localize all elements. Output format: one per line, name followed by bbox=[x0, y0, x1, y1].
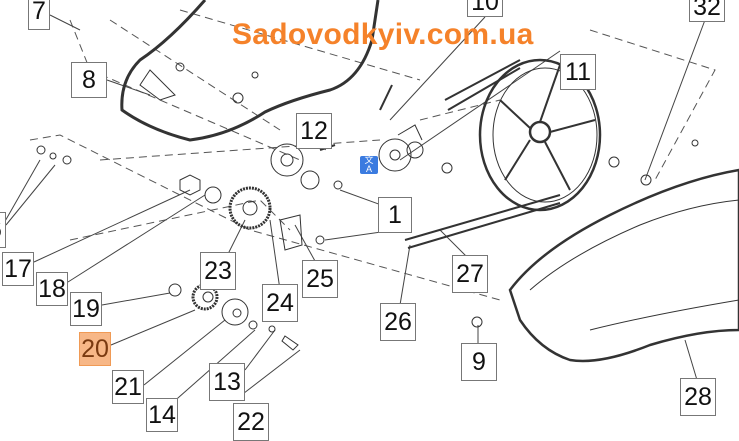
callout-label-17: 17 bbox=[2, 252, 34, 286]
spring-part bbox=[379, 84, 393, 111]
callout-label-26: 26 bbox=[380, 303, 416, 341]
callout-label-8: 8 bbox=[71, 62, 107, 98]
watermark-text: Sadovodkyiv.com.ua bbox=[232, 18, 534, 51]
callout-label-9: 9 bbox=[461, 343, 497, 381]
callout-label-25: 25 bbox=[302, 260, 338, 298]
idler-pulley-part bbox=[270, 143, 320, 190]
tensioner-part bbox=[378, 124, 424, 172]
callout-label-18: 18 bbox=[36, 272, 68, 306]
belt-cover-part bbox=[508, 168, 739, 363]
callout-label-14: 14 bbox=[146, 398, 178, 432]
pulley-part bbox=[221, 298, 249, 326]
callout-label-19: 19 bbox=[70, 292, 102, 326]
callout-label-22: 22 bbox=[233, 403, 269, 441]
callout-label-12: 12 bbox=[296, 113, 332, 149]
callout-label-23: 23 bbox=[200, 252, 236, 290]
side-cover-part bbox=[120, 0, 380, 142]
callout-label-27: 27 bbox=[452, 255, 488, 293]
callout-label-20: 20 bbox=[79, 332, 111, 366]
drive-gear-part bbox=[191, 283, 219, 311]
callout-label-13: 13 bbox=[209, 363, 245, 401]
callout-label-24: 24 bbox=[262, 284, 298, 322]
wheel-part bbox=[478, 58, 602, 212]
bracket-part bbox=[279, 214, 303, 251]
callout-label-21: 21 bbox=[112, 370, 144, 404]
callout-label-7: 7 bbox=[28, 0, 50, 30]
callout-label-32: 32 bbox=[689, 0, 725, 22]
gear-part bbox=[228, 186, 272, 230]
drive-belt-part bbox=[404, 59, 561, 249]
callout-label-28: 28 bbox=[680, 378, 716, 416]
callout-label-11: 11 bbox=[560, 54, 596, 90]
callout-label-1: 1 bbox=[378, 197, 412, 233]
callout-label-10: 10 bbox=[467, 0, 503, 17]
callout-label-6: 6 bbox=[0, 212, 6, 248]
